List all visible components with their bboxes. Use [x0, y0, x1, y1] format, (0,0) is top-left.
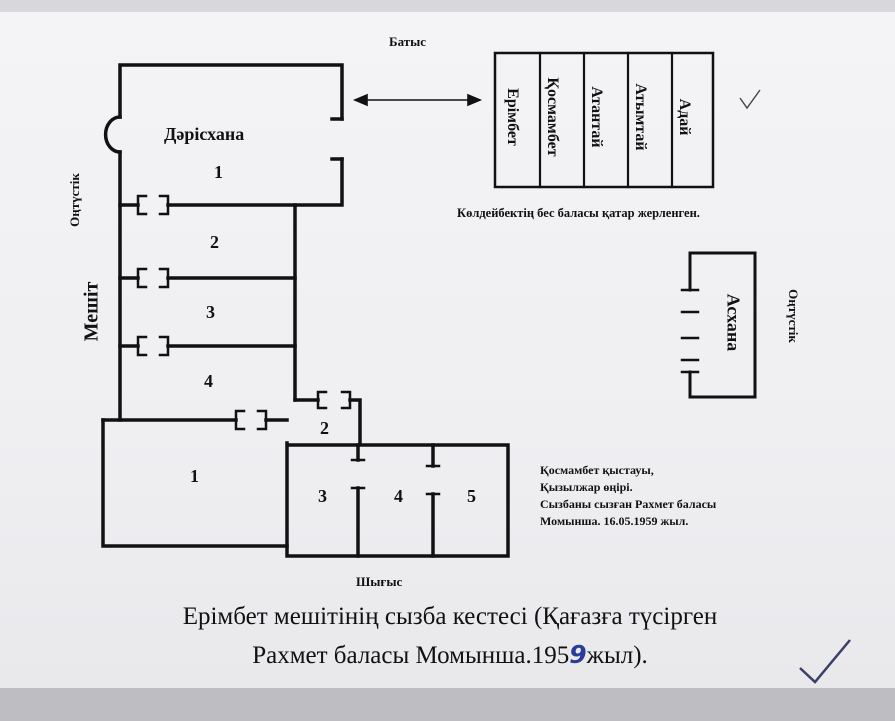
note-line-2: Қызылжар өңірі. — [540, 480, 633, 494]
room4-5-door — [425, 464, 441, 496]
note-line-3: Сызбаны сызған Рахмет баласы — [540, 497, 717, 511]
room-left-2: 2 — [210, 232, 219, 252]
top-edge — [0, 0, 895, 12]
mosque-east-wall-lower — [293, 157, 344, 402]
mosque-label: Мешіт — [80, 281, 103, 342]
direction-south-left: Оңтүстік — [67, 173, 82, 227]
room2-door — [316, 390, 352, 410]
room2-upper-wall — [293, 398, 362, 445]
direction-south-right: Оңтүстік — [786, 289, 801, 343]
direction-west: Батыс — [389, 34, 427, 49]
room-left-1: 1 — [214, 162, 223, 182]
grave-name-4: Қосмамбет — [544, 77, 561, 157]
room-left-4: 4 — [204, 371, 213, 391]
room-bottom-3: 3 — [318, 486, 327, 506]
caption-line-2-suffix: жыл). — [586, 642, 648, 669]
caption-line-1: Ерімбет мешітінің сызба кестесі (Қағазға… — [182, 603, 718, 630]
door-bracket-1 — [136, 194, 170, 216]
west-arched-door — [103, 115, 122, 154]
graves-caption: Көлдейбектің бес баласы қатар жерленген. — [457, 206, 700, 220]
note-line-1: Қосмамбет қыстауы, — [540, 463, 654, 477]
bottom-edge — [0, 688, 895, 721]
check-mark-icon — [739, 89, 761, 110]
grave-name-1: Адай — [676, 98, 693, 136]
door-bracket-4 — [234, 409, 268, 431]
mosque-bottom-left-wall — [101, 418, 289, 548]
mosque-outer-wall — [118, 63, 344, 121]
grave-name-3: Атантай — [588, 86, 605, 148]
arrow-head-right — [467, 93, 483, 107]
room3-4-door — [350, 458, 366, 490]
note-line-4: Момынша. 16.05.1959 жыл. — [540, 514, 689, 528]
lecture-hall-label: Дәрісхана — [164, 124, 245, 144]
caption-handwritten-digit: 9 — [569, 640, 587, 669]
kitchen-door-2 — [680, 336, 700, 362]
room-bottom-4: 4 — [394, 486, 403, 506]
room-bottom-2: 2 — [320, 418, 329, 438]
graves-dividers — [538, 51, 674, 189]
room-bottom-5: 5 — [467, 486, 476, 506]
caption-line-2-prefix: Рахмет баласы Момынша.195 — [252, 642, 570, 669]
figure-caption: Ерімбет мешітінің сызба кестесі (Қағазға… — [70, 598, 830, 675]
kitchen-door-1 — [680, 288, 700, 314]
grave-name-2: Атымтай — [632, 83, 649, 151]
grave-name-5: Ерімбет — [504, 88, 521, 146]
direction-east: Шығыс — [356, 574, 403, 589]
kitchen-label: Асхана — [723, 293, 744, 352]
door-bracket-3 — [136, 335, 170, 357]
room-bottom-1: 1 — [190, 466, 199, 486]
door-bracket-2 — [136, 267, 170, 289]
room-left-3: 3 — [206, 302, 215, 322]
caption-line-2: Рахмет баласы Момынша.1959жыл). — [70, 636, 830, 675]
graves-box — [493, 51, 715, 189]
note-block: Қосмамбет қыстауы, Қызылжар өңірі. Сызба… — [540, 462, 716, 530]
lecture-east-door — [330, 117, 344, 161]
arrow-head-left — [352, 93, 368, 107]
kitchen-outline — [688, 251, 757, 399]
check-mark-large-icon — [799, 639, 851, 684]
